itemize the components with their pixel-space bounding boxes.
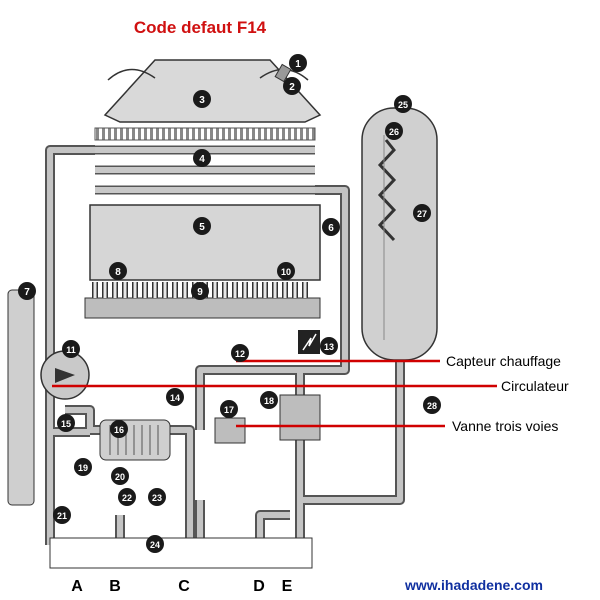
component-label-2: 2: [289, 82, 295, 93]
badge-circle-3: [193, 90, 211, 108]
badge-circle-20: [111, 467, 129, 485]
burner: [84, 282, 321, 319]
component-label-11: 11: [66, 345, 76, 355]
badge-circle-2: [283, 77, 301, 95]
badge-circle-25: [394, 95, 412, 113]
component-label-3: 3: [199, 95, 205, 106]
badge-circle-28: [423, 396, 441, 414]
component-label-21: 21: [57, 511, 67, 521]
website-link[interactable]: www.ihadadene.com: [405, 577, 543, 593]
component-label-6: 6: [328, 223, 334, 234]
badge-circle-8: [109, 262, 127, 280]
annotation-vanne: Vanne trois voies: [452, 418, 559, 434]
component-label-5: 5: [199, 222, 205, 233]
component-label-7: 7: [24, 287, 30, 298]
badge-circle-17: [220, 400, 238, 418]
annotation-lines: [52, 359, 497, 428]
component-label-23: 23: [152, 493, 162, 503]
component-label-4: 4: [199, 154, 205, 165]
diagram-title: Code defaut F14: [133, 18, 267, 37]
component-label-26: 26: [389, 127, 399, 137]
badge-circle-1: [289, 54, 307, 72]
badge-circle-9: [191, 282, 209, 300]
three-way-valve: [279, 394, 321, 441]
badge-circle-24: [146, 535, 164, 553]
component-label-19: 19: [78, 463, 88, 473]
badge-circle-5: [193, 217, 211, 235]
component-label-17: 17: [224, 405, 234, 415]
pipe-network: [45, 145, 405, 545]
component-label-24: 24: [150, 540, 160, 550]
component-label-14: 14: [170, 393, 180, 403]
badge-circle-21: [53, 506, 71, 524]
badge-circle-12: [231, 344, 249, 362]
component-label-20: 20: [115, 472, 125, 482]
component-label-27: 27: [417, 209, 427, 219]
expansion-vessel: [361, 107, 438, 361]
badge-circle-22: [118, 488, 136, 506]
badge-circle-19: [74, 458, 92, 476]
connection-bar: [49, 537, 313, 569]
component-label-25: 25: [398, 100, 408, 110]
component-label-18: 18: [264, 396, 274, 406]
badge-circle-7: [18, 282, 36, 300]
badge-circle-23: [148, 488, 166, 506]
component-label-1: 1: [295, 59, 301, 70]
port-a: A: [71, 578, 83, 595]
combustion-hood: [103, 59, 322, 123]
badge-circle-16: [110, 420, 128, 438]
badge-circle-26: [385, 122, 403, 140]
badge-circle-18: [260, 391, 278, 409]
annotation-capteur: Capteur chauffage: [446, 353, 561, 369]
port-e: E: [281, 578, 293, 595]
valve-body-17: [214, 417, 246, 444]
component-label-12: 12: [235, 349, 245, 359]
component-label-8: 8: [115, 267, 121, 278]
annotation-circulateur: Circulateur: [501, 378, 569, 394]
component-label-15: 15: [61, 419, 71, 429]
component-label-16: 16: [114, 425, 124, 435]
badge-circle-4: [193, 149, 211, 167]
badge-circle-13: [320, 337, 338, 355]
badge-circle-14: [166, 388, 184, 406]
component-label-9: 9: [197, 287, 203, 298]
badge-circle-11: [62, 340, 80, 358]
port-c: C: [178, 578, 190, 595]
heat-exchanger-fins: [94, 127, 316, 141]
badge-circle-27: [413, 204, 431, 222]
component-label-28: 28: [427, 401, 437, 411]
component-label-22: 22: [122, 493, 132, 503]
port-d: D: [253, 578, 265, 595]
badge-circle-15: [57, 414, 75, 432]
badge-circle-6: [322, 218, 340, 236]
component-label-10: 10: [281, 267, 291, 277]
side-vessel: [7, 289, 35, 506]
port-b: B: [109, 578, 121, 595]
component-label-13: 13: [324, 342, 334, 352]
badge-circle-10: [277, 262, 295, 280]
